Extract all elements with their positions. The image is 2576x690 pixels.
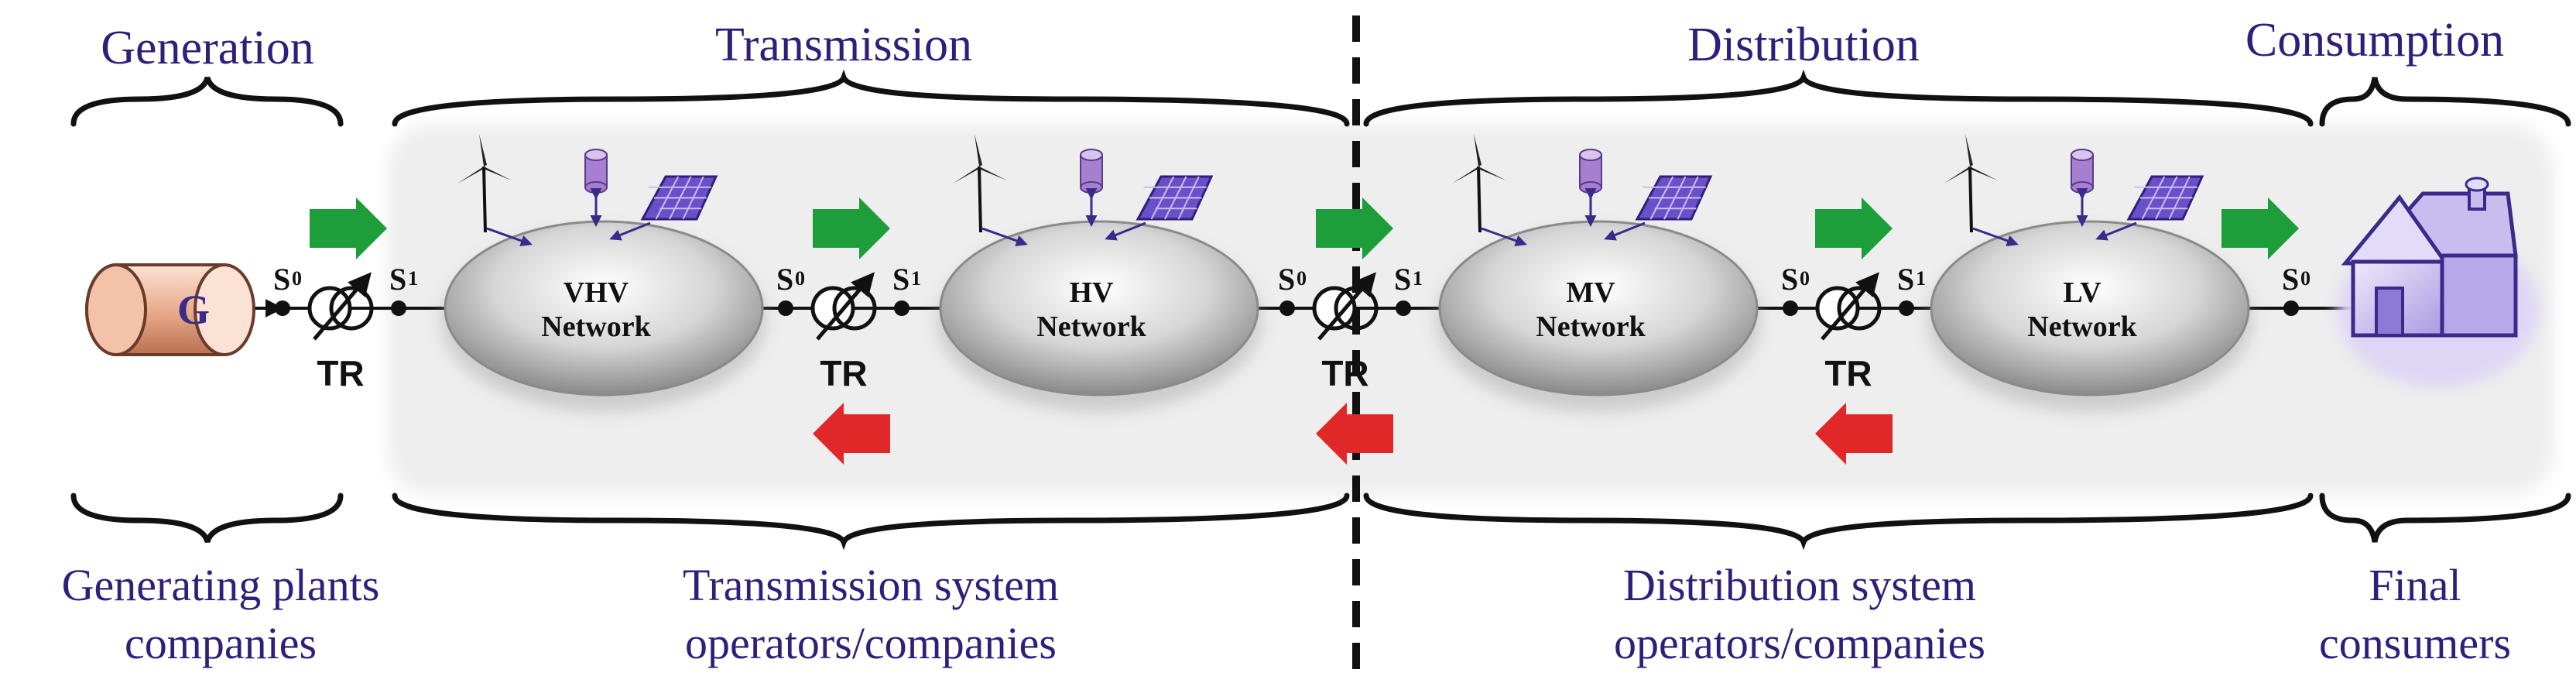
- bus-s0-final-dot: [2283, 300, 2299, 316]
- brace-generation-bottom: [70, 493, 344, 544]
- forward-flow-arrow-3: [1815, 197, 1893, 259]
- bus-s0-2-sub: 0: [1297, 267, 1307, 290]
- generator: G: [85, 263, 255, 356]
- network-label-0-line2: Network: [541, 311, 651, 343]
- brace-consumption-top: [2319, 77, 2571, 127]
- energy-storage-icon: [1579, 149, 1602, 227]
- subtitle-generation-line2: companies: [125, 618, 317, 668]
- generator-label: G: [177, 287, 210, 333]
- wind-turbine-icon: [457, 134, 533, 247]
- bus-s1-1-label: S: [892, 262, 909, 297]
- reverse-flow-arrow-0: [813, 403, 890, 465]
- bus-s0-0-dot: [275, 300, 290, 316]
- transformer-label-3: TR: [1824, 353, 1872, 393]
- bus-s1-2-label: S: [1394, 262, 1411, 297]
- solar-panel-icon: [1105, 175, 1214, 241]
- forward-flow-arrow-2: [1316, 197, 1393, 259]
- forward-flow-arrow-4: [2221, 197, 2299, 259]
- network-label-2-line1: MV: [1566, 276, 1615, 309]
- transformer-2: [1312, 272, 1379, 341]
- bus-s0-0-label: S: [273, 262, 290, 297]
- subtitle-consumption-line2: consumers: [2319, 618, 2511, 668]
- forward-flow-arrow-1: [813, 197, 890, 259]
- transformer-label-1: TR: [820, 353, 867, 393]
- solar-panel-icon: [1604, 175, 1713, 241]
- brace-generation-top: [70, 76, 344, 127]
- bus-s0-2-dot: [1279, 300, 1295, 316]
- bus-s0-1-label: S: [776, 262, 793, 297]
- bus-s1-2-dot: [1396, 300, 1411, 316]
- house-icon: [2338, 177, 2539, 387]
- subtitle-generation-line1: Generating plants: [62, 560, 380, 610]
- reverse-flow-arrow-2: [1815, 403, 1893, 465]
- bus-s0-final-sub: 0: [2300, 267, 2311, 290]
- brace-distribution-bottom: [1363, 493, 2314, 551]
- transformer-3: [1815, 272, 1882, 341]
- bus-s0-final-label: S: [2282, 262, 2299, 297]
- network-label-1-line2: Network: [1036, 311, 1146, 343]
- energy-storage-icon: [1080, 149, 1103, 227]
- transformer-0: [307, 272, 374, 341]
- brace-consumption-bottom: [2319, 493, 2571, 543]
- bus-s1-0-sub: 1: [408, 267, 418, 290]
- wind-turbine-icon: [1452, 134, 1527, 247]
- transformer-1: [810, 272, 877, 341]
- subtitle-consumption-line1: Final: [2369, 560, 2461, 610]
- bus-s1-1-sub: 1: [911, 267, 921, 290]
- bus-s0-2-label: S: [1278, 262, 1295, 297]
- transformer-label-0: TR: [317, 353, 364, 393]
- bus-s0-3-sub: 0: [1800, 267, 1810, 290]
- brace-transmission-bottom: [392, 493, 1350, 551]
- bus-s1-0-label: S: [389, 262, 406, 297]
- brace-distribution-top: [1363, 69, 2314, 127]
- transformer-label-2: TR: [1321, 353, 1368, 393]
- subtitle-distribution-line2: operators/companies: [1614, 618, 1985, 668]
- subtitle-distribution-line1: Distribution system: [1623, 560, 1976, 610]
- energy-storage-icon: [584, 149, 608, 227]
- wind-turbine-icon: [953, 134, 1028, 247]
- bus-s1-0-dot: [391, 300, 406, 316]
- wind-turbine-icon: [1944, 134, 2019, 247]
- bus-s1-3-sub: 1: [1916, 267, 1926, 290]
- section-title-generation: Generation: [101, 22, 313, 74]
- bus-s1-3-label: S: [1897, 262, 1914, 297]
- bus-s0-3-label: S: [1781, 262, 1798, 297]
- brace-transmission-top: [392, 69, 1350, 127]
- solar-panel-icon: [2095, 175, 2204, 241]
- subtitle-transmission-line1: Transmission system: [683, 560, 1059, 610]
- bus-s1-2-sub: 1: [1413, 267, 1423, 290]
- section-title-transmission: Transmission: [715, 19, 972, 71]
- bus-s1-1-dot: [894, 300, 909, 316]
- reverse-flow-arrow-1: [1316, 403, 1393, 465]
- bus-s0-3-dot: [1783, 300, 1798, 316]
- network-label-0-line1: VHV: [564, 276, 629, 309]
- section-title-consumption: Consumption: [2245, 14, 2504, 67]
- bus-s0-1-dot: [778, 300, 793, 316]
- subtitle-transmission-line2: operators/companies: [685, 618, 1057, 668]
- bottom-braces: [70, 493, 2571, 551]
- solar-panel-icon: [609, 175, 718, 241]
- energy-storage-icon: [2071, 149, 2094, 227]
- network-label-3-line2: Network: [2027, 311, 2137, 343]
- network-label-3-line1: LV: [2063, 276, 2102, 309]
- section-title-distribution: Distribution: [1687, 19, 1920, 71]
- network-label-2-line2: Network: [1536, 311, 1646, 343]
- bus-s0-1-sub: 0: [795, 267, 805, 290]
- forward-flow-arrow-0: [310, 197, 387, 259]
- network-label-1-line1: HV: [1070, 276, 1115, 309]
- bus-s1-3-dot: [1899, 300, 1914, 316]
- bus-s0-0-sub: 0: [292, 267, 302, 290]
- top-braces: [70, 69, 2571, 127]
